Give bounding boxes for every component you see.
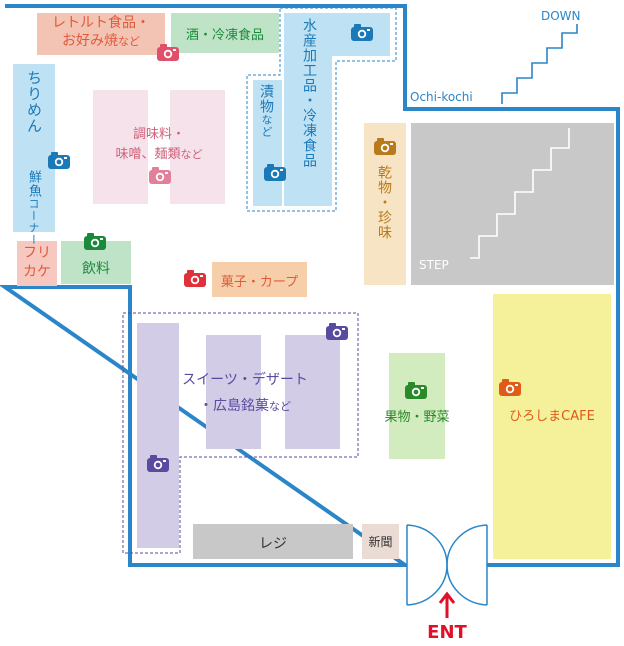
camera-icon[interactable] xyxy=(157,44,179,61)
camera-icon[interactable] xyxy=(184,270,206,287)
sengyo-label: 鮮魚コーナー xyxy=(26,170,41,246)
sweets-label: スイーツ・デザート ・広島銘菓など xyxy=(182,372,308,414)
seafood-mid-shelf xyxy=(284,56,332,206)
camera-icon[interactable] xyxy=(326,323,348,340)
sweets-shelf-a xyxy=(206,335,261,449)
tsukemono-shelf xyxy=(253,80,282,206)
furikake-label: フリカケ xyxy=(23,245,51,280)
seafood-dotted-outline xyxy=(246,7,397,212)
tsukemono-label: 漬物など xyxy=(258,84,274,138)
sweets-shelf-long xyxy=(137,323,179,548)
seasoning-shelf-right xyxy=(170,90,225,204)
camera-icon[interactable] xyxy=(374,138,396,155)
cafe-area xyxy=(493,294,611,559)
down-stairs xyxy=(501,24,578,104)
entrance-label: ENT xyxy=(427,622,467,643)
sake-shelf xyxy=(171,13,279,53)
chirimen-label: ちりめん xyxy=(25,70,43,134)
step-area xyxy=(411,123,614,285)
cafe-label: ひろしまCAFE xyxy=(509,409,595,424)
camera-icon[interactable] xyxy=(84,233,106,250)
seafood-label: 水産加工品・冷凍食品 xyxy=(301,18,317,168)
snacks-label: 菓子・カープ xyxy=(220,275,299,290)
register-counter xyxy=(193,524,353,559)
camera-icon[interactable] xyxy=(405,382,427,399)
dried-label: 乾物・珍味 xyxy=(376,165,392,240)
sake-label: 酒・冷凍食品 xyxy=(185,28,264,43)
newspaper-label: 新聞 xyxy=(368,535,393,549)
produce-shelf xyxy=(389,353,445,459)
down-label: DOWN xyxy=(541,9,581,23)
sengyo-shelf xyxy=(13,162,55,232)
register-label: レジ xyxy=(259,536,287,552)
step-label: STEP xyxy=(419,258,449,272)
seasoning-label: 調味料・ 味噌、麺類など xyxy=(115,127,203,162)
sweets-shelf-b xyxy=(285,335,340,449)
camera-icon[interactable] xyxy=(264,164,286,181)
snacks-shelf xyxy=(212,262,307,297)
camera-icon[interactable] xyxy=(499,379,521,396)
furikake-shelf xyxy=(17,241,57,286)
produce-label: 果物・野菜 xyxy=(384,410,450,425)
ochikochi-label: Ochi-kochi xyxy=(410,90,473,104)
retort-shelf xyxy=(37,13,165,55)
arrow-up-icon xyxy=(438,591,456,618)
camera-icon[interactable] xyxy=(351,24,373,41)
camera-icon[interactable] xyxy=(149,167,171,184)
drinks-label: 飲料 xyxy=(82,261,110,277)
step-stairs xyxy=(470,128,570,259)
newspaper-stand xyxy=(362,524,399,559)
entrance-door-right xyxy=(446,524,488,606)
chirimen-shelf xyxy=(13,64,55,162)
seasoning-shelf-left xyxy=(93,90,148,204)
camera-icon[interactable] xyxy=(147,455,169,472)
camera-icon[interactable] xyxy=(48,152,70,169)
retort-label: レトルト食品・ お好み焼など xyxy=(52,15,150,49)
sweets-dotted-outline xyxy=(122,312,359,554)
